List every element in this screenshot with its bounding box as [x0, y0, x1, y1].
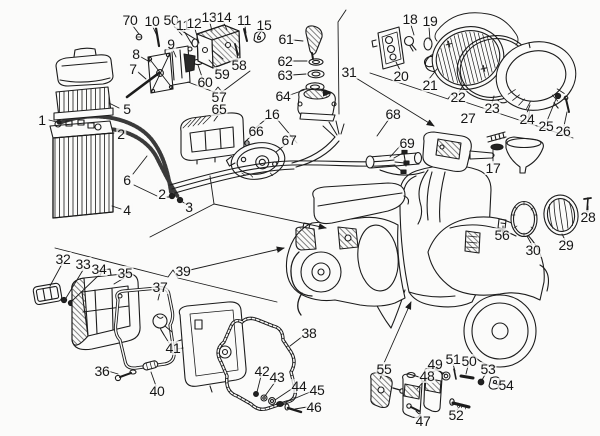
arrow-39 — [189, 246, 285, 271]
horn-cover — [180, 112, 245, 161]
bulb-19 — [423, 37, 433, 51]
horn-group — [180, 112, 286, 180]
lens-29 — [543, 194, 579, 236]
frame-panel-39 — [178, 301, 247, 387]
battery-body — [52, 132, 114, 219]
screw-42 — [253, 391, 259, 397]
gasket-38-group — [216, 316, 303, 414]
screw-36 — [119, 372, 132, 378]
condenser-12 — [191, 38, 199, 48]
arrow-31 — [355, 77, 435, 127]
handlebar-grip — [368, 152, 420, 169]
scooter-body — [285, 131, 549, 368]
knob-61 — [305, 25, 323, 55]
pin-58 — [234, 43, 239, 56]
battery-group — [49, 47, 184, 219]
bulb-18 — [403, 35, 415, 47]
washer-62 — [308, 58, 324, 66]
headlight-lens-22 — [431, 25, 505, 91]
screw-46 — [286, 406, 303, 414]
taillight-rim-lens — [497, 194, 592, 238]
brake-lever — [469, 150, 495, 160]
washer-63 — [307, 69, 325, 79]
headlight-ring-24 — [495, 41, 577, 120]
sleeve-50 — [459, 374, 475, 380]
headset-switch — [435, 138, 462, 160]
ring-49 — [441, 371, 451, 381]
pin-11 — [243, 28, 248, 42]
bracket-dark — [183, 53, 196, 73]
pin-10 — [154, 26, 161, 48]
taillight-group — [32, 268, 247, 393]
ball-53 — [477, 378, 485, 386]
front-wheel — [463, 294, 537, 368]
wiring-harness — [169, 120, 410, 194]
washer-45 — [276, 401, 284, 407]
bracket-31 — [337, 9, 347, 115]
switch-group — [370, 365, 501, 419]
pin-51 — [453, 368, 457, 380]
screw-52 — [451, 401, 471, 409]
frame-opening — [357, 224, 399, 292]
pin-26 — [565, 98, 570, 113]
seat — [312, 182, 406, 225]
bracket-57 — [187, 70, 251, 93]
rear-hub — [300, 251, 342, 293]
grommet-33 — [60, 296, 68, 304]
fork-leader — [149, 175, 326, 238]
rim-30 — [510, 200, 538, 238]
engine-switch-a — [295, 226, 317, 251]
nut-44 — [268, 397, 276, 405]
bolt-47 — [410, 406, 420, 412]
cable-parts-17 — [486, 131, 544, 174]
terminal-11 — [187, 46, 193, 52]
funnel — [505, 136, 544, 174]
headlight-group — [371, 12, 577, 120]
spacer-40 — [142, 360, 159, 371]
cable-lug — [168, 192, 176, 200]
screw-25 — [554, 92, 562, 100]
arrow-55 — [383, 301, 412, 364]
selector-group — [297, 25, 337, 122]
coil-group — [187, 24, 266, 69]
lens-box-32 — [32, 282, 63, 306]
washer-43 — [260, 394, 268, 402]
rod-7 — [125, 71, 161, 99]
stator-plate-group — [125, 26, 224, 99]
front-fender — [427, 216, 545, 301]
